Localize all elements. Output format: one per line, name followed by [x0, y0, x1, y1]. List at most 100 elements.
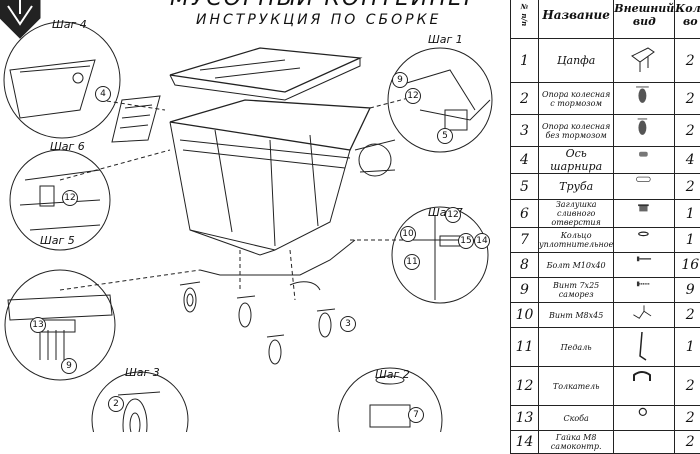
row-name: Болт М10х40	[539, 253, 614, 278]
o-ring-icon	[622, 228, 666, 248]
row-name: Педаль	[539, 328, 614, 367]
row-qty: 2	[675, 83, 700, 115]
header-qty: Кол-во	[675, 0, 700, 39]
step-6-label: Шаг 6	[50, 140, 85, 153]
row-number: 7	[511, 228, 539, 253]
row-qty: 2	[675, 303, 700, 328]
row-qty: 1	[675, 200, 700, 228]
row-name: Винт 7х25 саморез	[539, 278, 614, 303]
callout-11: 11	[404, 254, 420, 270]
row-image	[614, 431, 675, 454]
tube-icon	[622, 174, 666, 195]
row-qty: 1	[675, 328, 700, 367]
callout-9: 9	[392, 72, 408, 88]
row-image	[614, 406, 675, 431]
callout-12: 12	[62, 190, 78, 206]
callout-13: 13	[30, 317, 46, 333]
row-image	[614, 39, 675, 83]
page-subtitle: ИНСТРУКЦИЯ ПО СБОРКЕ	[196, 12, 441, 28]
drain-plug-icon	[622, 202, 666, 222]
row-image	[614, 228, 675, 253]
trunnion-icon	[622, 42, 666, 76]
row-image	[614, 83, 675, 115]
row-image	[614, 147, 675, 174]
caster-brake-icon	[622, 83, 666, 110]
caster-icon	[622, 115, 666, 142]
step-5-label: Шаг 5	[40, 234, 75, 247]
row-name: Гайка М8 самоконтр.	[539, 431, 614, 454]
parts-table: № п/п Название Внешний вид Кол-во 1 Цапфа…	[510, 0, 700, 454]
row-image	[614, 174, 675, 200]
callout-4: 4	[95, 86, 111, 102]
row-name: Опора колесная с тормозом	[539, 83, 614, 115]
row-image	[614, 328, 675, 367]
header-name: Название	[539, 0, 614, 39]
callout-12: 12	[405, 88, 421, 104]
row-qty: 16	[675, 253, 700, 278]
callout-14: 14	[474, 233, 490, 249]
axle-icon	[622, 148, 666, 169]
row-qty: 2	[675, 115, 700, 147]
callout-5: 5	[437, 128, 453, 144]
row-number: 3	[511, 115, 539, 147]
bracket-icon	[622, 367, 666, 401]
row-name: Заглушка сливного отверстия	[539, 200, 614, 228]
step-3-label: Шаг 3	[125, 366, 160, 379]
row-number: 8	[511, 253, 539, 278]
row-qty: 2	[675, 39, 700, 83]
step-4-label: Шаг 4	[52, 18, 87, 31]
row-name: Ось шарнира	[539, 147, 614, 174]
row-number: 13	[511, 406, 539, 431]
header-number: № п/п	[511, 0, 539, 39]
row-qty: 2	[675, 174, 700, 200]
step-1-label: Шаг 1	[428, 33, 463, 46]
row-qty: 9	[675, 278, 700, 303]
undefined	[622, 431, 666, 449]
row-number: 5	[511, 174, 539, 200]
row-name: Винт М8х45	[539, 303, 614, 328]
row-number: 10	[511, 303, 539, 328]
row-qty: 2	[675, 431, 700, 454]
pedal-icon	[622, 303, 666, 323]
callout-3: 3	[340, 316, 356, 332]
row-name: Цапфа	[539, 39, 614, 83]
row-name: Толкатель	[539, 367, 614, 406]
nut-icon	[622, 406, 666, 426]
pusher-icon	[622, 328, 666, 362]
bolt-icon	[622, 253, 666, 273]
row-image	[614, 303, 675, 328]
row-qty: 2	[675, 367, 700, 406]
header-view: Внешний вид	[614, 0, 675, 39]
row-qty: 4	[675, 147, 700, 174]
row-number: 4	[511, 147, 539, 174]
callout-7: 7	[408, 407, 424, 423]
row-image	[614, 253, 675, 278]
row-name: Скоба	[539, 406, 614, 431]
logo-icon	[0, 0, 40, 38]
row-image	[614, 200, 675, 228]
screw-icon	[622, 278, 666, 298]
page-title: МУСОРНЫЙ КОНТЕЙНЕР	[170, 0, 479, 11]
row-name: Кольцо уплотнительное	[539, 228, 614, 253]
row-number: 9	[511, 278, 539, 303]
row-image	[614, 367, 675, 406]
row-name: Опора колесная без тормозом	[539, 115, 614, 147]
row-image	[614, 278, 675, 303]
row-number: 11	[511, 328, 539, 367]
callout-2: 2	[108, 396, 124, 412]
row-name: Труба	[539, 174, 614, 200]
row-number: 2	[511, 83, 539, 115]
callout-10: 10	[400, 226, 416, 242]
